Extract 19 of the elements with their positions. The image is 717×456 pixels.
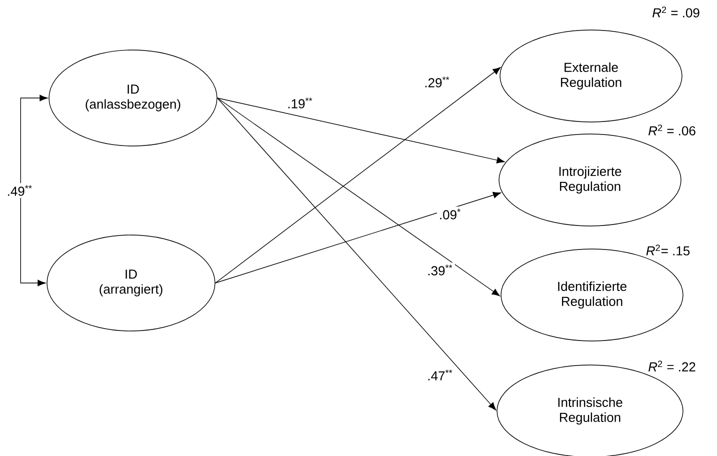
- ellipse-node: Externale Regulation: [500, 30, 682, 122]
- edge-label: .49$^{**}$: [4, 183, 34, 198]
- edge-label: .19$^{**}$: [285, 96, 315, 110]
- ellipse-node: ID (arrangiert): [46, 234, 216, 332]
- edge-label: .39$^{**}$: [425, 262, 455, 278]
- edge-label: .47$^{**}$: [425, 368, 455, 382]
- r-squared-label: R$^{2}$ = .09: [652, 6, 700, 18]
- edge-label: .09$^{*}$: [436, 206, 464, 222]
- edge-label: .29$^{**}$: [422, 74, 452, 90]
- arrow: [217, 98, 496, 410]
- r-squared-label: R$^{2}$= .15: [646, 244, 690, 256]
- r-squared-label: R$^{2}$ = .22: [648, 360, 696, 372]
- arrow: [217, 98, 505, 164]
- arrow: [215, 67, 501, 284]
- r-squared-label: R$^{2}$ = .06: [648, 124, 696, 136]
- arrow: [20, 94, 48, 286]
- ellipse-node: ID (anlassbezogen): [48, 50, 218, 146]
- arrow: [215, 192, 501, 284]
- arrow: [217, 98, 500, 296]
